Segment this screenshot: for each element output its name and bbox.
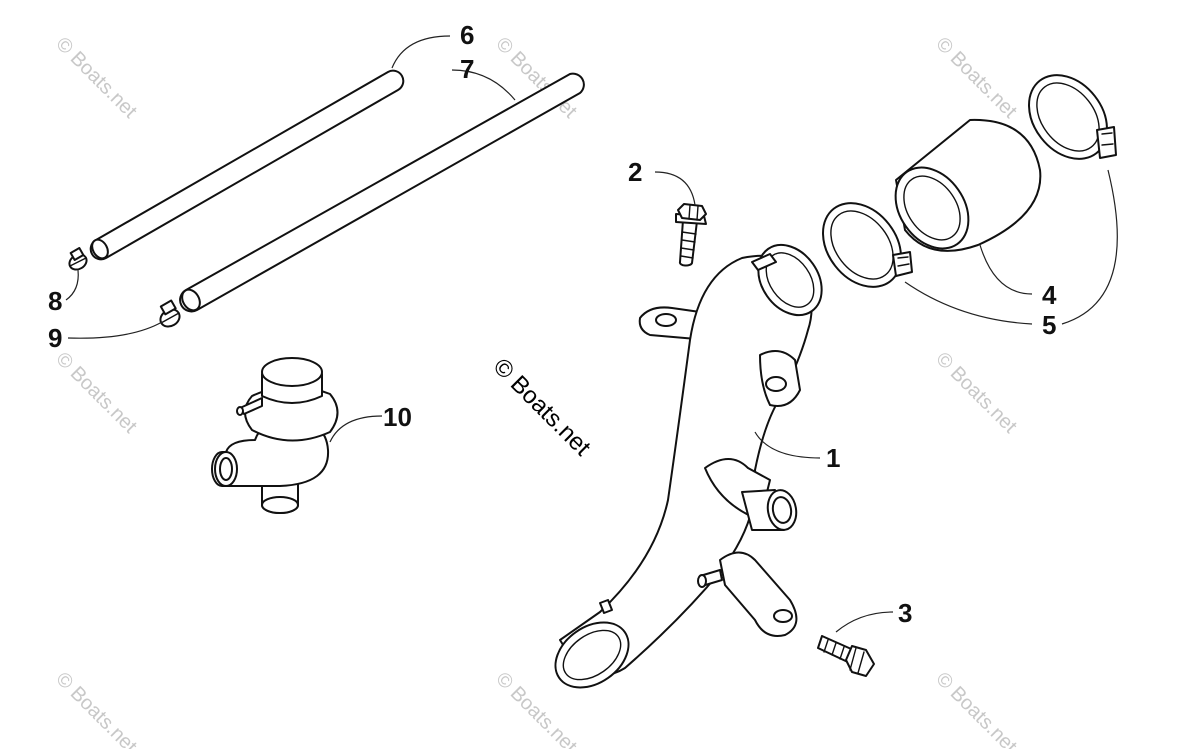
- coolant-pipe-1-icon: [554, 243, 823, 689]
- hose-clip-9-icon: [159, 299, 181, 328]
- bolt-2-icon: [675, 203, 707, 267]
- hose-clamp-5-icon: [822, 202, 913, 288]
- watermark: © Boats.net: [931, 668, 1021, 749]
- valve-10-icon: [211, 357, 339, 514]
- watermark: © Boats.net: [51, 33, 141, 123]
- watermark: © Boats.net: [51, 668, 141, 749]
- callout-7: 7: [460, 54, 474, 84]
- hose-6-icon: [89, 69, 405, 261]
- coupler-hose-4-icon: [894, 118, 1042, 252]
- callout-2: 2: [628, 157, 642, 187]
- callouts: 1 2 3 4 5 6 7 8 9 10: [48, 20, 1057, 628]
- callout-5: 5: [1042, 310, 1056, 340]
- callout-3: 3: [898, 598, 912, 628]
- hose-clip-8-icon: [68, 247, 88, 271]
- callout-4: 4: [1042, 280, 1057, 310]
- hose-7-icon: [179, 72, 585, 313]
- callout-8: 8: [48, 286, 62, 316]
- callout-6: 6: [460, 20, 474, 50]
- callout-9: 9: [48, 323, 62, 353]
- hose-clamp-5b-icon: [1028, 74, 1117, 160]
- watermarks: © Boats.net © Boats.net © Boats.net © Bo…: [51, 33, 1021, 749]
- center-watermark: © Boats.net: [488, 353, 596, 461]
- leader-lines: [65, 35, 1118, 633]
- watermark: © Boats.net: [51, 348, 141, 438]
- callout-10: 10: [383, 402, 412, 432]
- bolt-3-icon: [817, 635, 875, 677]
- watermark: © Boats.net: [931, 348, 1021, 438]
- callout-1: 1: [826, 443, 840, 473]
- watermark: © Boats.net: [931, 33, 1021, 123]
